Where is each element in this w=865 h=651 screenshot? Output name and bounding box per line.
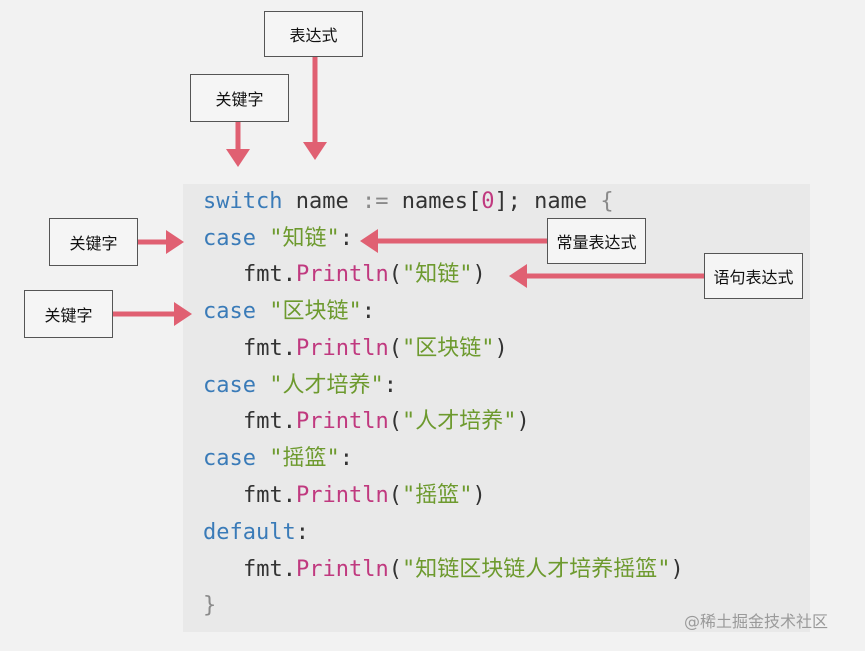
default-keyword: default: [203, 520, 296, 545]
print-func: Println: [296, 557, 389, 582]
code-line-print-5: fmt.Println("知链区块链人才培养摇篮"): [243, 555, 684, 585]
code-line-print-1: fmt.Println("知链"): [243, 260, 486, 290]
print-open: (: [388, 483, 402, 508]
print-close: ): [472, 262, 486, 287]
print-string: "区块链": [401, 336, 495, 361]
watermark: @稀土掘金技术社区: [684, 612, 829, 631]
case-string: "摇篮": [255, 446, 340, 471]
arrow-keyword-case2-head: [174, 302, 192, 326]
case-string: "区块链": [255, 299, 362, 324]
print-close: ): [472, 483, 486, 508]
print-dot: .: [282, 409, 296, 434]
case-keyword: case: [203, 299, 256, 324]
switch-rest: ]; name: [494, 189, 601, 214]
label-statement-expression: 语句表达式: [704, 253, 803, 299]
arrow-statement-expression-head: [509, 264, 527, 288]
print-dot: .: [282, 557, 296, 582]
code-line-print-2: fmt.Println("区块链"): [243, 334, 508, 364]
label-constant-expression: 常量表达式: [547, 218, 646, 264]
case-keyword: case: [203, 446, 256, 471]
print-func: Println: [296, 483, 389, 508]
print-dot: .: [282, 262, 296, 287]
open-brace: {: [600, 189, 614, 214]
print-string: "人才培养": [401, 409, 517, 434]
code-line-case-2: case "区块链":: [203, 297, 375, 327]
case-string: "人才培养": [255, 373, 384, 398]
arrow-keyword-top-head: [226, 149, 250, 167]
print-close: ): [670, 557, 684, 582]
print-open: (: [388, 336, 402, 361]
label-keyword-case2: 关键字: [24, 290, 113, 338]
arrow-keyword-case1-head: [166, 230, 184, 254]
print-receiver: fmt: [243, 336, 283, 361]
code-line-print-3: fmt.Println("人才培养"): [243, 407, 530, 437]
print-open: (: [388, 409, 402, 434]
code-line-case-4: case "摇篮":: [203, 444, 353, 474]
print-receiver: fmt: [243, 483, 283, 508]
label-keyword-top: 关键字: [190, 74, 289, 122]
code-line-default: default:: [203, 518, 309, 548]
print-dot: .: [282, 336, 296, 361]
print-string: "知链": [401, 262, 473, 287]
print-string: "知链区块链人才培养摇篮": [401, 557, 671, 582]
switch-keyword: switch: [203, 189, 283, 214]
print-string: "摇篮": [401, 483, 473, 508]
code-line-print-4: fmt.Println("摇篮"): [243, 481, 486, 511]
case-colon: :: [383, 373, 397, 398]
default-colon: :: [295, 520, 309, 545]
case-string: "知链": [255, 226, 340, 251]
case-colon: :: [339, 226, 353, 251]
close-brace: }: [203, 593, 217, 618]
arrow-expression-head: [303, 142, 327, 160]
print-receiver: fmt: [243, 409, 283, 434]
array-index: 0: [481, 189, 495, 214]
case-keyword: case: [203, 373, 256, 398]
code-line-close: }: [203, 591, 216, 621]
array-access: names[: [388, 189, 482, 214]
print-func: Println: [296, 409, 389, 434]
case-colon: :: [339, 446, 353, 471]
code-line-switch: switch name := names[0]; name {: [203, 187, 614, 217]
code-line-case-3: case "人才培养":: [203, 371, 397, 401]
arrow-constant-expression-head: [360, 229, 378, 253]
switch-var: name: [282, 189, 362, 214]
print-close: ): [494, 336, 508, 361]
print-func: Println: [296, 336, 389, 361]
print-receiver: fmt: [243, 262, 283, 287]
label-keyword-case1: 关键字: [49, 218, 138, 266]
print-dot: .: [282, 483, 296, 508]
print-receiver: fmt: [243, 557, 283, 582]
assign-op: :=: [361, 189, 389, 214]
print-open: (: [388, 557, 402, 582]
label-expression: 表达式: [264, 11, 363, 57]
code-line-case-1: case "知链":: [203, 224, 353, 254]
print-func: Println: [296, 262, 389, 287]
case-keyword: case: [203, 226, 256, 251]
print-close: ): [516, 409, 530, 434]
print-open: (: [388, 262, 402, 287]
case-colon: :: [361, 299, 375, 324]
